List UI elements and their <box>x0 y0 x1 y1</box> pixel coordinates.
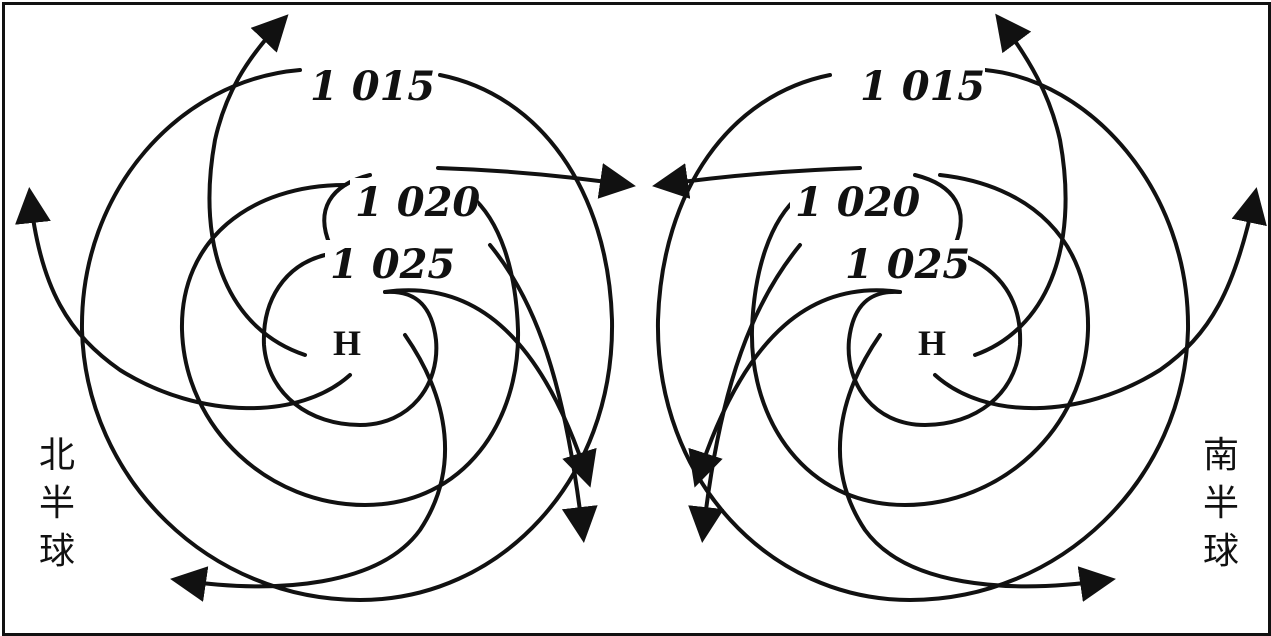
north-char-2: 半 <box>38 483 75 524</box>
south-isobars <box>655 68 1191 603</box>
south-char-1: 南 <box>1202 435 1239 476</box>
south-char-3: 球 <box>1202 531 1239 572</box>
north-high-center-label: H <box>333 323 361 363</box>
northern-hemisphere-label: 北 半 球 <box>34 432 80 576</box>
south-isobar-1015-label: 1 015 <box>860 63 985 110</box>
north-isobar-1025-label: 1 025 <box>330 241 455 288</box>
north-char-1: 北 <box>38 435 75 476</box>
south-isobar-1025 <box>846 253 1023 428</box>
south-isobar-1020-label: 1 020 <box>795 179 920 226</box>
north-isobar-1015 <box>79 68 615 603</box>
north-isobars <box>79 68 615 603</box>
south-char-2: 半 <box>1202 483 1239 524</box>
north-char-3: 球 <box>38 531 75 572</box>
north-isobar-1020-label: 1 020 <box>355 179 480 226</box>
south-high-center-label: H <box>918 323 946 363</box>
north-isobar-1015-label: 1 015 <box>310 63 435 110</box>
south-isobar-1015 <box>655 68 1191 603</box>
south-wind-arrows <box>652 13 1267 602</box>
north-isobar-1020 <box>179 183 521 508</box>
north-wind-arrows <box>15 14 636 602</box>
south-isobar-1020 <box>749 173 1091 508</box>
southern-hemisphere-label: 南 半 球 <box>1198 432 1244 576</box>
south-isobar-1025-label: 1 025 <box>845 241 970 288</box>
north-isobar-1025 <box>261 253 439 428</box>
